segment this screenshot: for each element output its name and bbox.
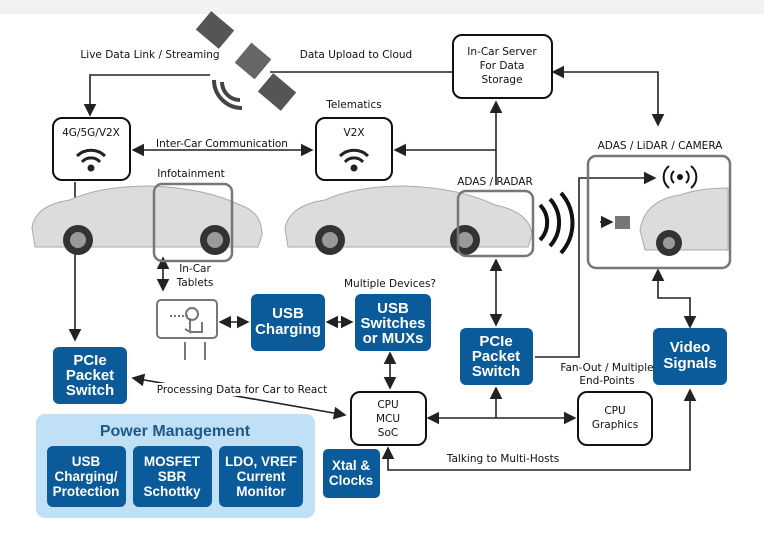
svg-text:CPU: CPU xyxy=(377,399,398,411)
video-signals-block: Video Signals xyxy=(653,328,727,385)
svg-text:Storage: Storage xyxy=(481,74,522,86)
svg-text:Switch: Switch xyxy=(66,382,114,399)
satellite-icon xyxy=(195,11,297,111)
car-image-left xyxy=(31,185,263,255)
signal-icon xyxy=(662,165,698,189)
svg-text:SoC: SoC xyxy=(378,427,398,439)
infotainment-highlight xyxy=(152,182,234,263)
usb-charging-block: USB Charging xyxy=(251,294,325,351)
svg-text:Video: Video xyxy=(670,339,711,356)
power-management-title: Power Management xyxy=(100,423,251,440)
wifi-icon xyxy=(75,148,107,172)
adas-radar-label: ADAS / RADAR xyxy=(457,176,533,188)
upload-label: Data Upload to Cloud xyxy=(300,49,412,61)
svg-text:USB: USB xyxy=(377,300,409,317)
svg-text:Protection: Protection xyxy=(53,484,120,499)
radar-highlight xyxy=(456,189,535,258)
tablets-label-1: In-Car xyxy=(179,263,211,275)
processing-label: Processing Data for Car to React xyxy=(157,384,328,396)
svg-text:V2X: V2X xyxy=(343,127,364,139)
multi-hosts-label: Talking to Multi-Hosts xyxy=(446,453,559,465)
usb-switches-block: USB Switches or MUXs xyxy=(355,294,431,351)
svg-text:Current: Current xyxy=(237,469,286,484)
svg-text:or MUXs: or MUXs xyxy=(363,330,424,347)
xtal-clocks-block: Xtal & Clocks xyxy=(323,449,380,498)
svg-text:Schottky: Schottky xyxy=(143,484,201,499)
svg-text:MCU: MCU xyxy=(376,413,400,425)
svg-text:LDO, VREF: LDO, VREF xyxy=(225,454,297,469)
wifi-icon xyxy=(338,148,370,172)
svg-text:Monitor: Monitor xyxy=(236,484,286,499)
svg-text:SBR: SBR xyxy=(158,469,187,484)
svg-text:PCIe: PCIe xyxy=(73,352,106,369)
camera-icon xyxy=(615,216,630,229)
infotainment-label: Infotainment xyxy=(157,168,224,180)
svg-text:Switches: Switches xyxy=(360,315,425,332)
svg-text:MOSFET: MOSFET xyxy=(144,454,201,469)
live-data-label: Live Data Link / Streaming xyxy=(80,49,219,61)
car-image-middle xyxy=(284,185,533,255)
adas-lidar-label: ADAS / LiDAR / CAMERA xyxy=(598,140,724,152)
tablets-label-2: Tablets xyxy=(176,277,214,289)
lidar-camera-panel xyxy=(586,154,732,270)
fanout-label-1: Fan-Out / Multiple xyxy=(560,362,653,374)
in-car-server-box: In-Car Server For Data Storage xyxy=(452,34,553,99)
svg-text:Xtal &: Xtal & xyxy=(332,458,371,473)
svg-text:USB: USB xyxy=(72,454,101,469)
svg-text:Switch: Switch xyxy=(472,363,520,380)
pcie-switch-middle-block: PCIe Packet Switch xyxy=(460,328,533,385)
svg-text:USB: USB xyxy=(272,305,304,322)
pcie-switch-left-block: PCIe Packet Switch xyxy=(53,347,127,404)
cpu-graphics-box: CPU Graphics xyxy=(577,391,653,446)
svg-text:Charging/: Charging/ xyxy=(55,469,118,484)
multiple-devices-label: Multiple Devices? xyxy=(344,278,436,290)
svg-text:For Data: For Data xyxy=(480,60,525,72)
power-management-panel: Power Management USB Charging/ Protectio… xyxy=(36,414,315,518)
cellular-box: 4G/5G/V2X xyxy=(52,117,131,181)
svg-text:Packet: Packet xyxy=(66,367,114,384)
svg-text:PCIe: PCIe xyxy=(479,333,512,350)
cpu-mcu-soc-box: CPU MCU SoC xyxy=(350,391,427,446)
svg-text:CPU: CPU xyxy=(604,405,625,417)
mosfet-block: MOSFET SBR Schottky xyxy=(133,446,212,507)
inter-car-label: Inter-Car Communication xyxy=(156,138,288,150)
fanout-label-2: End-Points xyxy=(579,375,634,387)
tablet-touch-icon xyxy=(156,299,218,360)
telematics-label: Telematics xyxy=(325,99,381,111)
ldo-vref-block: LDO, VREF Current Monitor xyxy=(219,446,303,507)
svg-text:4G/5G/V2X: 4G/5G/V2X xyxy=(62,127,120,139)
svg-text:Graphics: Graphics xyxy=(592,419,638,431)
v2x-box: V2X xyxy=(315,117,393,181)
svg-text:Charging: Charging xyxy=(255,321,321,338)
svg-text:Signals: Signals xyxy=(663,355,716,372)
svg-text:Packet: Packet xyxy=(472,348,520,365)
radar-waves-icon xyxy=(538,191,575,255)
svg-text:In-Car Server: In-Car Server xyxy=(467,46,537,58)
svg-text:Clocks: Clocks xyxy=(329,473,373,488)
usb-protection-block: USB Charging/ Protection xyxy=(47,446,126,507)
